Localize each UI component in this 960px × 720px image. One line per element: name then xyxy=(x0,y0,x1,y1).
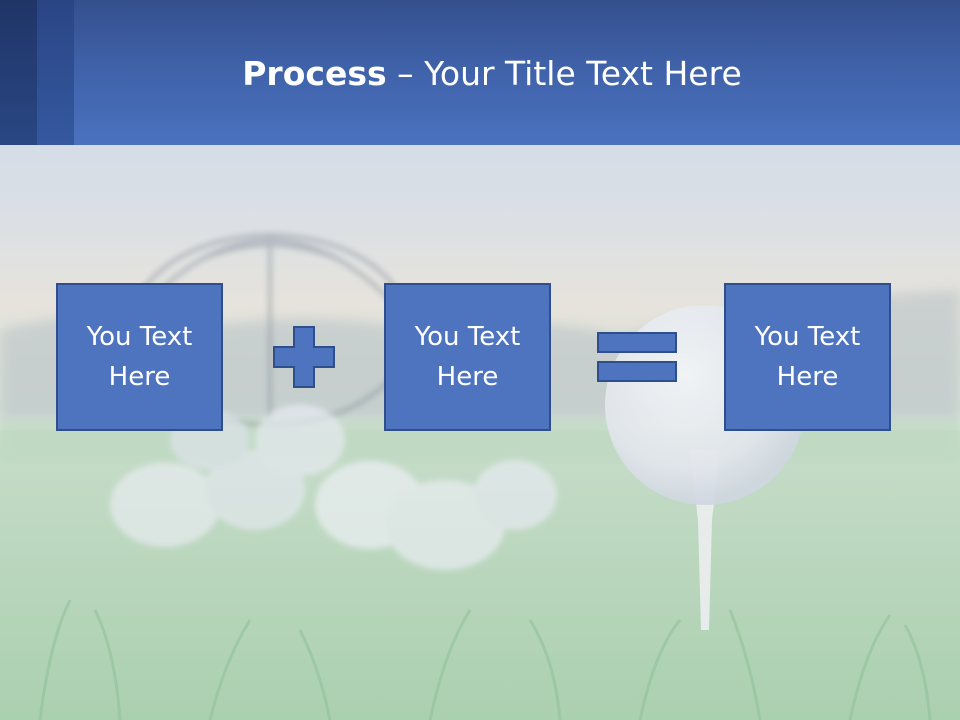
header-bar xyxy=(0,0,960,145)
process-box-3-text: You Text Here xyxy=(754,322,861,392)
title-rest: – Your Title Text Here xyxy=(397,54,742,93)
process-box-2-text: You Text Here xyxy=(414,322,521,392)
plus-icon[interactable] xyxy=(272,325,336,389)
process-box-1-text: You Text Here xyxy=(86,322,193,392)
title-bold: Process xyxy=(242,54,387,93)
process-box-1[interactable]: You Text Here xyxy=(56,283,223,431)
header-accent-strip xyxy=(0,0,37,145)
equals-icon[interactable] xyxy=(596,331,678,385)
process-box-2[interactable]: You Text Here xyxy=(384,283,551,431)
header-accent-strip xyxy=(37,0,74,145)
process-box-3[interactable]: You Text Here xyxy=(724,283,891,431)
slide-title[interactable]: Process – Your Title Text Here xyxy=(0,52,960,96)
